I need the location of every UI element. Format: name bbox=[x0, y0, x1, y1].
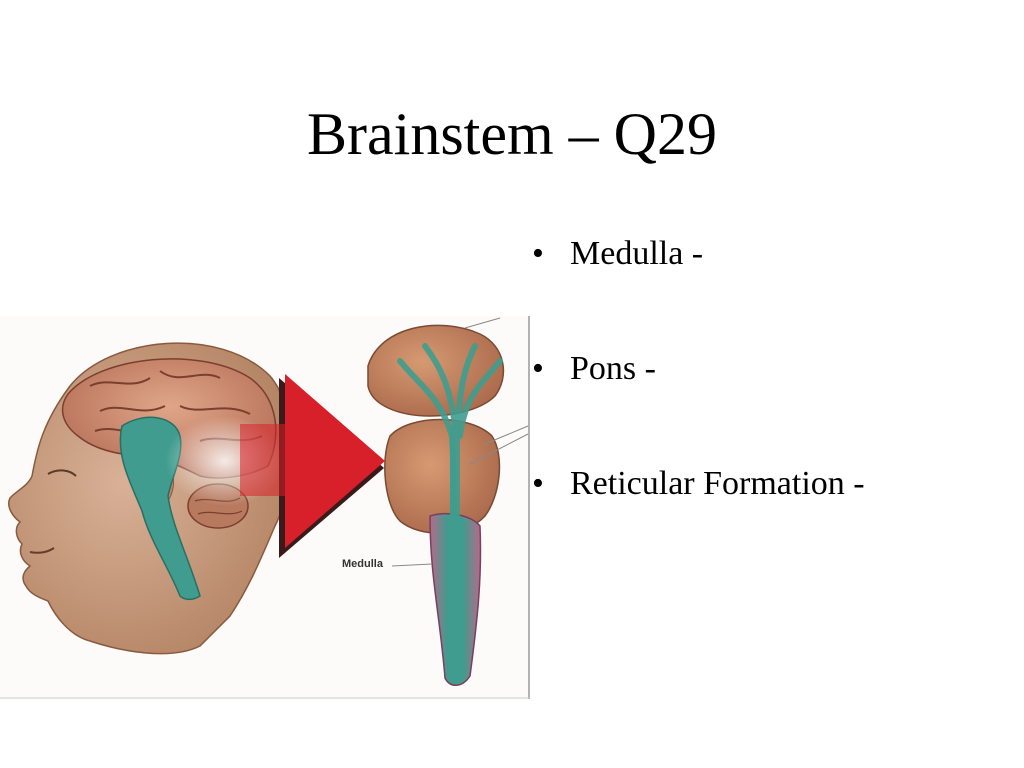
bullet-item-reticular-formation: • Reticular Formation - bbox=[530, 458, 1010, 510]
bullet-marker: • bbox=[532, 235, 544, 272]
brainstem-illustration-svg bbox=[0, 316, 530, 699]
red-arrow-icon bbox=[240, 374, 385, 558]
bullet-marker: • bbox=[532, 465, 544, 502]
bullet-item-medulla: • Medulla - bbox=[530, 228, 1010, 280]
medulla-figure-label: Medulla bbox=[342, 558, 383, 570]
bullet-item-pons: • Pons - bbox=[530, 343, 1010, 395]
enlarged-brainstem bbox=[367, 317, 529, 686]
bullet-text: Medulla - bbox=[570, 235, 704, 272]
brainstem-illustration bbox=[0, 316, 530, 699]
bullet-list: • Medulla - • Pons - • Reticular Formati… bbox=[530, 228, 1010, 573]
slide-title: Brainstem – Q29 bbox=[307, 101, 717, 167]
bullet-text: Reticular Formation - bbox=[570, 465, 865, 502]
bullet-text: Pons - bbox=[570, 350, 656, 387]
bullet-marker: • bbox=[532, 350, 544, 387]
